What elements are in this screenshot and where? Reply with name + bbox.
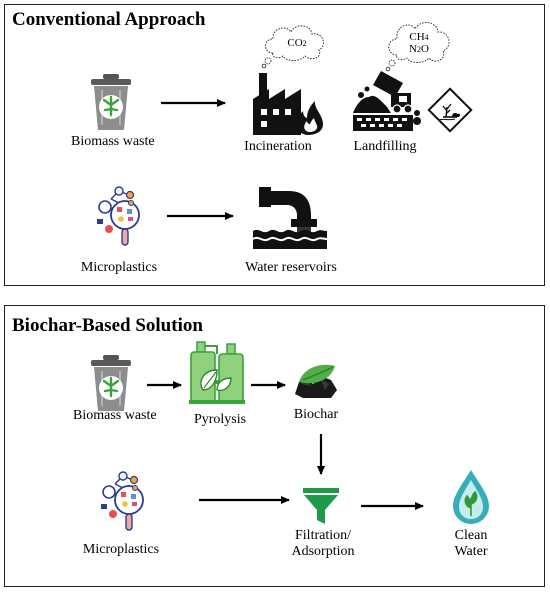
conventional-approach-panel: Conventional Approach Biomass waste CO2 … [4, 4, 545, 286]
pyrolysis-reactor-icon [189, 341, 245, 404]
microplastics-label: Microplastics [80, 260, 158, 275]
cloud-icon [261, 25, 324, 69]
filter-funnel-icon [303, 488, 339, 524]
n2o-label: N2O [409, 43, 429, 55]
panel-title: Biochar-Based Solution [12, 315, 203, 336]
sewage-pipe-icon [253, 187, 327, 249]
biochar-solution-panel: Biochar-Based Solution Biomass waste Pyr… [4, 305, 545, 587]
arrow-icon [361, 502, 424, 510]
trash-bin-icon [91, 355, 131, 411]
clean-label-line1: Clean [454, 528, 488, 543]
arrow-icon [251, 381, 286, 389]
arrow-icon [199, 496, 290, 504]
landfilling-label: Landfilling [353, 139, 417, 154]
landfill-truck-icon [353, 71, 421, 131]
biomass-waste-label: Biomass waste [73, 408, 157, 423]
cloud-icon [385, 22, 450, 72]
biochar-icon [295, 364, 337, 398]
hazard-environment-icon [427, 87, 473, 133]
biomass-waste-label: Biomass waste [71, 134, 155, 149]
microplastics-label: Microplastics [82, 542, 160, 557]
panel-title: Conventional Approach [12, 9, 206, 30]
biochar-label: Biochar [293, 407, 339, 422]
arrow-icon [147, 381, 182, 389]
incineration-label: Incineration [244, 139, 312, 154]
arrow-icon [161, 99, 226, 107]
arrow-icon [167, 212, 234, 220]
filtration-label-line2: Adsorption [291, 544, 355, 559]
clean-water-drop-icon [453, 470, 489, 524]
clean-label-line2: Water [454, 544, 488, 559]
pyrolysis-label: Pyrolysis [193, 412, 247, 427]
microplastics-icon [97, 186, 140, 246]
arrow-icon [317, 434, 325, 475]
ch4-label: CH4 [409, 31, 429, 43]
filtration-label-line1: Filtration/ [295, 528, 351, 543]
microplastics-icon [101, 471, 144, 531]
co2-label: CO2 [287, 37, 307, 49]
trash-bin-icon [91, 74, 131, 130]
factory-fire-icon [253, 73, 323, 135]
water-reservoirs-label: Water reservoirs [245, 260, 337, 275]
